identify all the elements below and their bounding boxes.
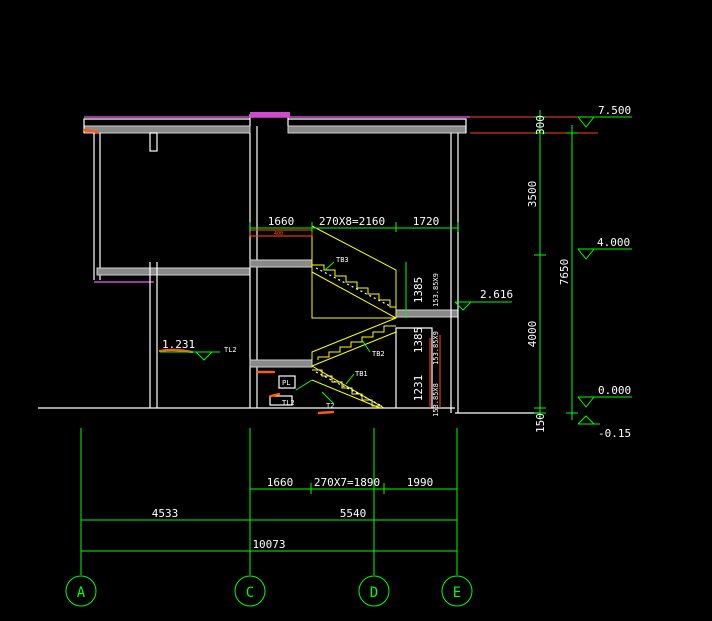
building-section bbox=[38, 112, 598, 414]
dim-flight-lower: 1385 bbox=[412, 327, 425, 354]
label-tb3: TB3 bbox=[336, 256, 349, 264]
landing-e bbox=[395, 309, 459, 318]
elev-left-triangle bbox=[195, 351, 213, 361]
elev-landing-triangle bbox=[454, 301, 472, 311]
leader-t2 bbox=[321, 391, 335, 405]
upper-dim-middle: 270X8=2160 bbox=[319, 215, 385, 228]
dim-parapet: 300 bbox=[534, 115, 547, 135]
upper-flight-steps bbox=[312, 264, 396, 308]
middle-flight-soffit bbox=[311, 331, 397, 367]
axis-label-a: A bbox=[77, 585, 86, 601]
floor-slab-left bbox=[96, 267, 251, 276]
axis-bubble-e bbox=[441, 575, 473, 607]
axis-label-d: D bbox=[370, 585, 378, 601]
elev-second-triangle bbox=[577, 248, 595, 260]
parapet-right bbox=[288, 118, 467, 133]
span-dim-ac: 4533 bbox=[152, 507, 179, 520]
vertical-dimensions: 300 3500 4000 150 7650 1385 153.85X9 138… bbox=[405, 110, 578, 433]
lower-flight-soffit bbox=[311, 379, 381, 409]
label-tb1: TB1 bbox=[355, 370, 368, 378]
dim-flight-upper-risers: 153.85X9 bbox=[432, 273, 440, 307]
elev-below-ground: -0.15 bbox=[598, 427, 631, 440]
upper-dim-right: 1720 bbox=[413, 215, 440, 228]
upper-tread-hatch bbox=[315, 267, 391, 307]
elev-below-triangle bbox=[577, 415, 595, 425]
elev-roof-triangle bbox=[577, 116, 595, 128]
elev-left-slab: 1.231 bbox=[162, 338, 195, 351]
dim-flight-first-risers: 153.85X8 bbox=[432, 383, 440, 417]
lower-dim-right: 1990 bbox=[407, 476, 434, 489]
label-t2: T2 bbox=[326, 402, 334, 410]
span-dim-ce: 5540 bbox=[340, 507, 367, 520]
dim-flight-upper: 1385 bbox=[412, 277, 425, 304]
middle-flight-steps bbox=[317, 325, 396, 360]
upper-landing bbox=[249, 259, 313, 268]
axis-label-e: E bbox=[453, 585, 461, 601]
mid-landing bbox=[249, 359, 313, 368]
elev-roof: 7.500 bbox=[598, 104, 631, 117]
dim-flight-first: 1231 bbox=[412, 375, 425, 402]
elevation-marks: 7.500 4.000 2.616 0.000 -0.15 1.231 bbox=[160, 104, 632, 440]
dim-plinth: 150 bbox=[534, 413, 547, 433]
tie-beam-tl2 bbox=[269, 395, 293, 406]
roof-beam-stub bbox=[149, 132, 158, 152]
parapet-left bbox=[83, 118, 250, 133]
leader-tb3 bbox=[324, 261, 335, 271]
cut-marks: 400 bbox=[158, 229, 441, 415]
roof-cap bbox=[250, 112, 290, 117]
label-tb2: TB2 bbox=[372, 350, 385, 358]
axis-bubble-d bbox=[358, 575, 390, 607]
leader-tb1 bbox=[345, 373, 355, 385]
roof-slab-left bbox=[83, 125, 251, 134]
axis-grid: A C D E bbox=[65, 428, 473, 607]
dim-lower-storey: 4000 bbox=[526, 321, 539, 348]
roof-slab-right bbox=[287, 125, 467, 134]
upper-beam-cut bbox=[249, 229, 313, 237]
elev-ground: 0.000 bbox=[598, 384, 631, 397]
elev-landing: 2.616 bbox=[480, 288, 513, 301]
cut-t2 bbox=[317, 410, 335, 415]
horizontal-dimensions: 1660 270X8=2160 1720 1660 270X7=1890 199… bbox=[80, 215, 459, 556]
lower-dim-left: 1660 bbox=[267, 476, 294, 489]
label-tl2-left: TL2 bbox=[224, 346, 237, 354]
lower-flight-steps bbox=[312, 369, 382, 407]
axis-bubble-c bbox=[234, 575, 266, 607]
leader-pl bbox=[295, 379, 313, 391]
elev-second-floor: 4.000 bbox=[597, 236, 630, 249]
label-tl2-stair: TL2 bbox=[282, 399, 295, 407]
axis-bubble-a bbox=[65, 575, 97, 607]
leader-tb2 bbox=[361, 339, 371, 353]
axis-label-c: C bbox=[246, 585, 254, 601]
upper-flight-outline bbox=[311, 225, 397, 319]
label-pl: PL bbox=[282, 379, 290, 387]
dim-flight-lower-risers: 153.85X9 bbox=[432, 331, 440, 365]
elev-ground-triangle bbox=[577, 396, 595, 408]
dim-upper-storey: 3500 bbox=[526, 181, 539, 208]
tie-beam-pl bbox=[278, 375, 296, 389]
door-frame bbox=[395, 327, 433, 408]
middle-flight-outline bbox=[311, 317, 397, 360]
beam-tag-text: 400 bbox=[274, 231, 283, 237]
lower-flight-outline bbox=[311, 365, 385, 409]
total-dim: 10073 bbox=[252, 538, 285, 551]
component-labels: TB3 TB2 TB1 TL2 PL TL2 T2 bbox=[224, 256, 385, 410]
stair-flights bbox=[311, 225, 397, 409]
roof-cut-mark bbox=[82, 128, 100, 134]
upper-flight-soffit bbox=[311, 271, 397, 319]
lower-dim-middle: 270X7=1890 bbox=[314, 476, 380, 489]
dim-total-height: 7650 bbox=[558, 259, 571, 286]
lower-tread-hatch bbox=[315, 371, 381, 406]
upper-dim-left: 1660 bbox=[268, 215, 295, 228]
cut-tl2 bbox=[269, 392, 281, 398]
